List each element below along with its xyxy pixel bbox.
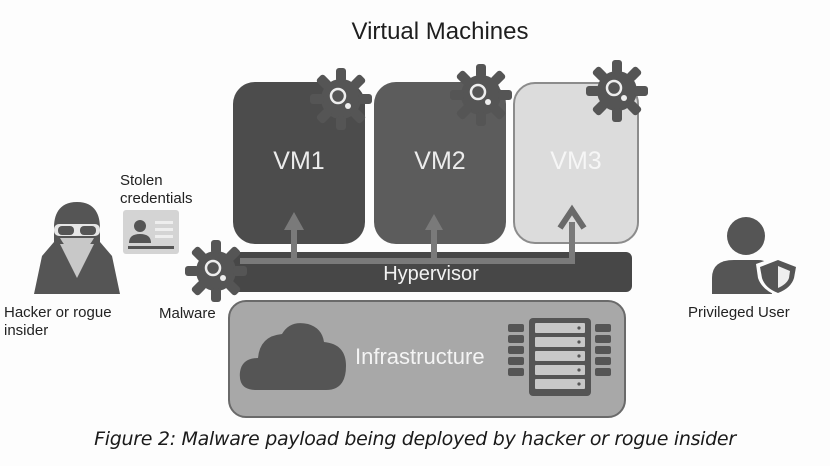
- vm1-label: VM1: [273, 146, 325, 175]
- vm3-label: VM3: [550, 146, 602, 175]
- arrow-to-vm2-head: [425, 214, 443, 230]
- stolen-credentials-label: Stolen credentials: [120, 172, 193, 207]
- hypervisor-label: Hypervisor: [383, 262, 479, 285]
- arrow-to-vm3-head: [557, 204, 587, 230]
- figure-caption: Figure 2: Malware payload being deployed…: [94, 428, 736, 450]
- privileged-user-icon: [712, 217, 800, 296]
- vm2-label: VM2: [414, 146, 466, 175]
- hacker-icon: [34, 202, 120, 294]
- hacker-label: Hacker or rogue insider: [4, 304, 112, 339]
- privileged-user-label: Privileged User: [688, 304, 790, 321]
- server-rack-icon: [508, 318, 611, 396]
- malware-gear-icon-vm3: [586, 60, 648, 122]
- credentials-card-icon: [123, 210, 179, 254]
- diagram-title: Virtual Machines: [351, 18, 529, 45]
- malware-gear-icon: [185, 240, 247, 302]
- cloud-icon: [239, 323, 346, 390]
- malware-gear-icon-vm2: [450, 64, 512, 126]
- malware-label: Malware: [159, 305, 216, 322]
- malware-gear-icon-vm1: [310, 68, 372, 130]
- arrow-to-vm1-head: [284, 212, 304, 230]
- malware-path-line: [240, 222, 575, 264]
- infrastructure-label: Infrastructure: [355, 344, 485, 369]
